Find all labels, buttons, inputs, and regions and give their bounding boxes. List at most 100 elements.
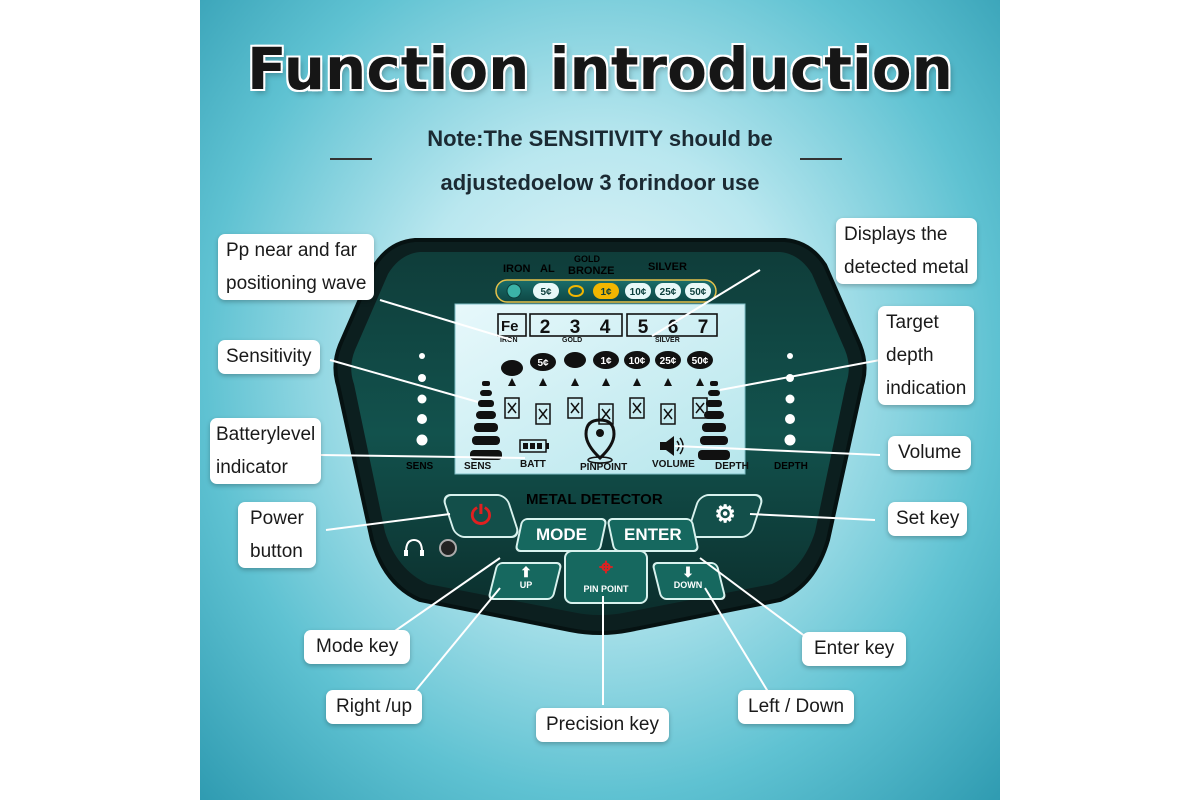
lcd-pinpoint-label: PINPOINT <box>580 462 627 473</box>
lcd-target-box <box>660 403 676 425</box>
lcd-coin-bubble <box>687 351 713 369</box>
coin-strip-label: 50¢ <box>690 287 707 298</box>
coin-strip-badge <box>533 283 559 299</box>
headphone-jack <box>439 539 457 557</box>
pinpoint-button[interactable]: ⌖ PIN POINT <box>564 550 648 604</box>
crosshair-icon: ⌖ <box>599 554 613 581</box>
lcd-gold-label: GOLD <box>562 337 582 344</box>
lcd-target-box <box>629 397 645 419</box>
callout-battery-line2: indicator <box>216 457 288 478</box>
callout-set-key: Set key <box>888 502 968 536</box>
lcd-arrow-icon <box>539 378 547 386</box>
note-rule-right <box>800 158 842 160</box>
coin-strip-label: 5¢ <box>540 287 552 298</box>
lcd-gold-digit: 2 <box>540 317 551 338</box>
product-poster: Function introduction Note:The SENSITIVI… <box>200 0 1000 800</box>
callout-power-line2: button <box>250 541 303 562</box>
lcd-arrow-icon <box>664 378 672 386</box>
note-line-2: adjustedoelow 3 forindoor use <box>440 170 760 195</box>
mode-button-label: MODE <box>535 525 587 544</box>
page-title: Function introduction <box>247 35 953 103</box>
lcd-iron-label: IRON <box>500 337 518 344</box>
callout-pp-wave: Pp near and far positioning wave <box>218 234 375 300</box>
callout-target-depth-line2: depth <box>886 345 934 366</box>
coin-strip-label: 10¢ <box>630 287 647 298</box>
lcd-arrow-icon <box>696 378 704 386</box>
lcd-silver-digit: 6 <box>668 317 679 338</box>
lcd-target-box <box>504 397 520 419</box>
brand-label: METAL DETECTOR <box>526 491 663 508</box>
lcd-depth-label: DEPTH <box>715 461 749 472</box>
lcd-silver-label: SILVER <box>655 337 680 344</box>
ring-icon <box>568 285 584 297</box>
callout-displays-metal-line1: Displays the <box>844 224 948 245</box>
lcd-volume-label: VOLUME <box>652 459 695 470</box>
arrow-up-icon: ⬆ <box>520 564 532 580</box>
lcd-arrow-icon <box>633 378 641 386</box>
lcd-coin-row: 5¢1¢10¢25¢50¢ <box>501 351 713 425</box>
gear-icon: ⚙ <box>714 501 737 528</box>
callout-battery-line1: Batterylevel <box>216 424 316 445</box>
callout-battery: Batterylevel indicator <box>210 418 322 484</box>
lcd-coin-bubble <box>593 351 619 369</box>
down-button[interactable]: ⬇ DOWN <box>651 562 727 600</box>
mode-button[interactable]: MODE <box>514 518 608 552</box>
up-button[interactable]: ⬆ UP <box>487 562 563 600</box>
lcd-arrow-icon <box>508 378 516 386</box>
battery-icon <box>519 439 549 453</box>
coin-strip-label: 1¢ <box>600 287 612 298</box>
coin-strip-badge <box>593 283 619 299</box>
lcd-target-box <box>567 397 583 419</box>
callout-volume: Volume <box>888 436 972 470</box>
lcd-target-box <box>535 403 551 425</box>
lcd-batt-label: BATT <box>520 459 546 470</box>
lcd-gold-digit: 3 <box>570 317 581 338</box>
callout-pp-wave-line1: Pp near and far <box>226 240 357 261</box>
up-button-label: UP <box>519 580 533 590</box>
power-icon: ⏻ <box>470 500 491 530</box>
iron-bubble-icon <box>501 360 523 376</box>
lcd-silver-digit: 5 <box>638 317 649 338</box>
lcd-arrow-icon <box>571 378 579 386</box>
callout-power-line1: Power <box>250 508 304 529</box>
callout-sensitivity: Sensitivity <box>218 340 320 374</box>
enter-button[interactable]: ENTER <box>606 518 700 552</box>
ring-bubble-icon <box>564 352 586 368</box>
callout-target-depth: Target depth indication <box>878 306 975 405</box>
lcd-arrow-icon <box>602 378 610 386</box>
note-rule-left <box>330 158 372 160</box>
lcd-coin-label: 10¢ <box>629 356 646 367</box>
coin-strip-badge <box>625 283 651 299</box>
callout-pp-wave-line2: positioning wave <box>226 273 367 294</box>
callout-target-depth-line3: indication <box>886 378 967 399</box>
lcd-sens-label: SENS <box>464 461 492 472</box>
lcd-coin-label: 50¢ <box>692 356 709 367</box>
side-depth-label: DEPTH <box>774 461 808 472</box>
headphone-icon <box>404 538 424 556</box>
lcd-coin-label: 5¢ <box>537 358 549 369</box>
label-bronze: BRONZE <box>568 265 614 277</box>
lcd-coin-bubble <box>530 353 556 371</box>
lcd-target-box <box>692 397 708 419</box>
pinpoint-button-label: PIN POINT <box>583 584 629 594</box>
label-silver: SILVER <box>648 261 687 273</box>
iron-coin-icon <box>506 283 522 299</box>
lcd-coin-bubble <box>624 351 650 369</box>
callout-right-up: Right /up <box>326 690 423 724</box>
lcd-silver-digit: 7 <box>698 317 709 338</box>
lcd-coin-bubble <box>655 351 681 369</box>
callout-left-down: Left / Down <box>738 690 855 724</box>
lcd-coin-label: 1¢ <box>600 356 612 367</box>
label-gold: GOLD <box>574 254 600 264</box>
lcd-fe: Fe <box>501 318 519 335</box>
lcd-gold-digit: 4 <box>600 317 611 338</box>
callout-precision: Precision key <box>536 708 669 742</box>
note-line-1: Note:The SENSITIVITY should be <box>427 126 773 151</box>
coin-strip-label: 25¢ <box>660 287 677 298</box>
callout-enter-key: Enter key <box>802 632 907 666</box>
callout-mode-key: Mode key <box>304 630 411 664</box>
side-sens-label: SENS <box>406 461 434 472</box>
callout-power: Power button <box>238 502 316 568</box>
callout-displays-metal-line2: detected metal <box>844 257 969 278</box>
